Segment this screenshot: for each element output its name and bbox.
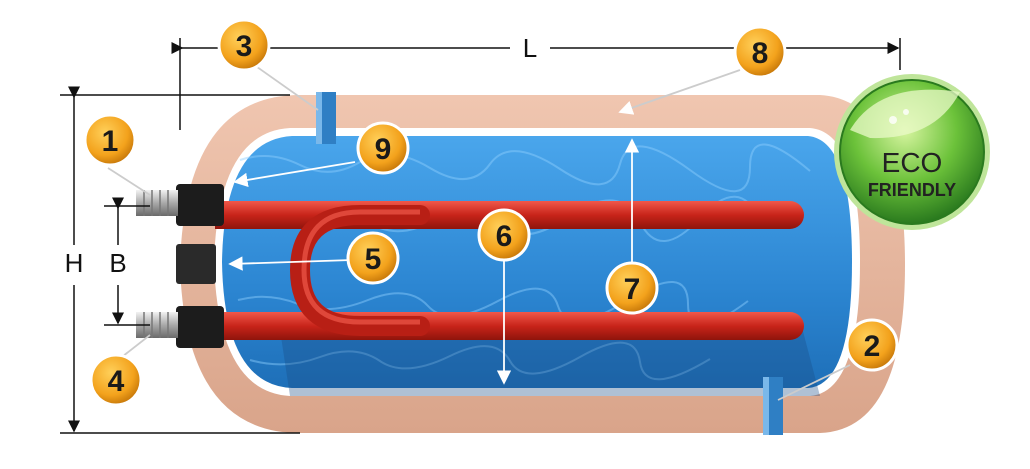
callout-2: 2 [845, 318, 899, 372]
eco-friendly-badge: ECO FRIENDLY [834, 74, 990, 230]
top-pipe [316, 92, 336, 144]
svg-text:3: 3 [236, 30, 253, 63]
callout-5: 5 [346, 231, 400, 285]
eco-badge-line2: FRIENDLY [868, 180, 956, 200]
svg-text:6: 6 [496, 220, 513, 253]
heating-tube-bend-highlight [301, 209, 420, 325]
callout-8: 8 [733, 25, 787, 79]
lower-fitting [176, 306, 224, 348]
svg-text:1: 1 [102, 125, 119, 158]
length-label: L [523, 33, 537, 63]
svg-text:9: 9 [375, 133, 392, 166]
bottom-pipe [763, 377, 783, 435]
leader-lines [107, 61, 851, 401]
svg-text:8: 8 [752, 37, 769, 70]
upper-fitting [176, 184, 224, 226]
upper-thread [136, 190, 178, 216]
middle-fitting [176, 244, 216, 284]
height-label: H [65, 248, 84, 278]
callout-1: 1 [83, 113, 137, 167]
callout-3: 3 [217, 18, 271, 72]
svg-text:2: 2 [864, 330, 881, 363]
eco-badge-line1: ECO [882, 147, 943, 178]
svg-text:4: 4 [108, 365, 125, 398]
spacing-label: B [109, 248, 126, 278]
callout-6: 6 [477, 208, 531, 262]
callout-9: 9 [356, 121, 410, 175]
callout-7: 7 [605, 261, 659, 315]
svg-text:5: 5 [365, 243, 382, 276]
callout-4: 4 [89, 353, 143, 407]
lower-thread [136, 312, 178, 338]
heating-tube-lower [215, 312, 804, 340]
svg-text:7: 7 [624, 273, 641, 306]
